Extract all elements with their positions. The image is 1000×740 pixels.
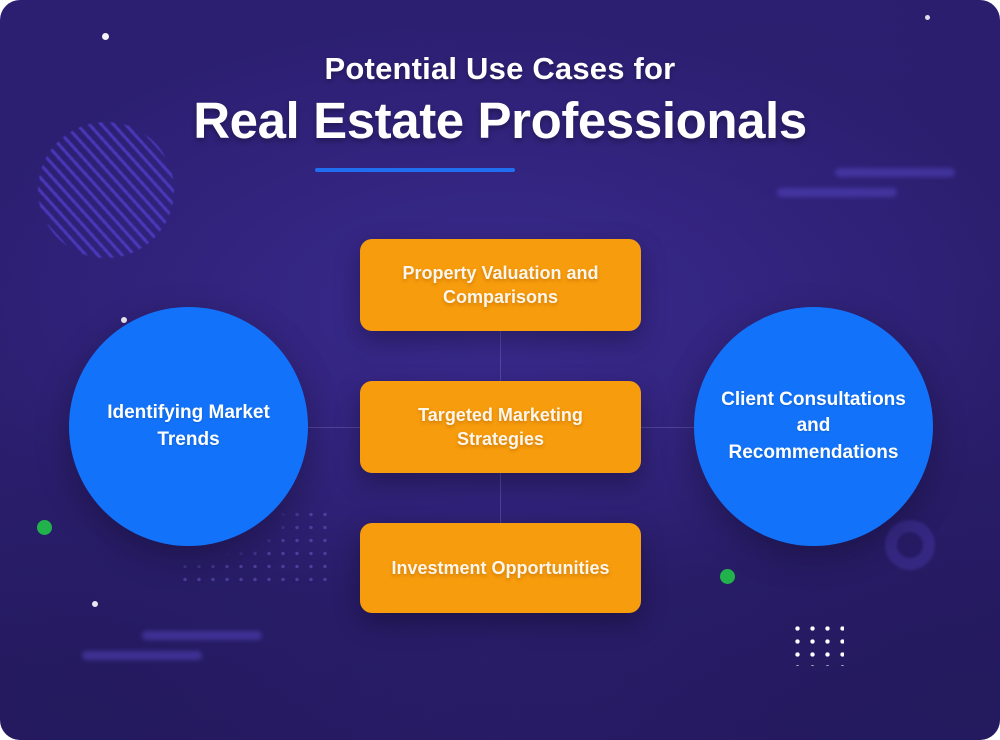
decorative-bar-bottom-left-2 <box>82 651 202 660</box>
white-dot-icon-3 <box>121 317 127 323</box>
card-targeted-marketing[interactable]: Targeted Marketing Strategies <box>360 381 641 473</box>
title-heading-text: Real Estate Professionals <box>193 92 807 150</box>
title-subheading: Potential Use Cases for <box>324 51 676 86</box>
title-underline <box>315 168 516 173</box>
card-label-property-valuation: Property Valuation and Comparisons <box>402 262 599 307</box>
card-label-investment-opportunities: Investment Opportunities <box>391 557 610 578</box>
decorative-bar-bottom-left-1 <box>142 631 262 640</box>
circle-client-consultations[interactable]: Client Consultations and Recommendations <box>694 307 933 546</box>
card-label-targeted-marketing: Targeted Marketing Strategies <box>418 404 583 449</box>
white-dot-icon-1 <box>102 33 109 40</box>
circle-label-right: Client Consultations and Recommendations <box>721 389 906 463</box>
page-title: Potential Use Cases for Real Estate Prof… <box>0 51 1000 173</box>
connector-line-right <box>638 427 702 428</box>
dot-grid-icon <box>788 620 844 666</box>
title-heading: Real Estate Professionals <box>193 92 807 173</box>
green-dot-icon-left <box>37 520 52 535</box>
white-dot-icon-4 <box>92 601 98 607</box>
decorative-bar-top-right-2 <box>777 188 897 197</box>
connector-line-left <box>300 427 364 428</box>
circle-identifying-market-trends[interactable]: Identifying Market Trends <box>69 307 308 546</box>
green-dot-icon-right <box>720 569 735 584</box>
white-dot-icon-2 <box>925 15 930 20</box>
ring-icon <box>885 520 935 570</box>
circle-label-left: Identifying Market Trends <box>107 402 270 450</box>
decorative-bar-top-right-1 <box>835 168 955 177</box>
card-investment-opportunities[interactable]: Investment Opportunities <box>360 523 641 613</box>
card-property-valuation[interactable]: Property Valuation and Comparisons <box>360 239 641 331</box>
